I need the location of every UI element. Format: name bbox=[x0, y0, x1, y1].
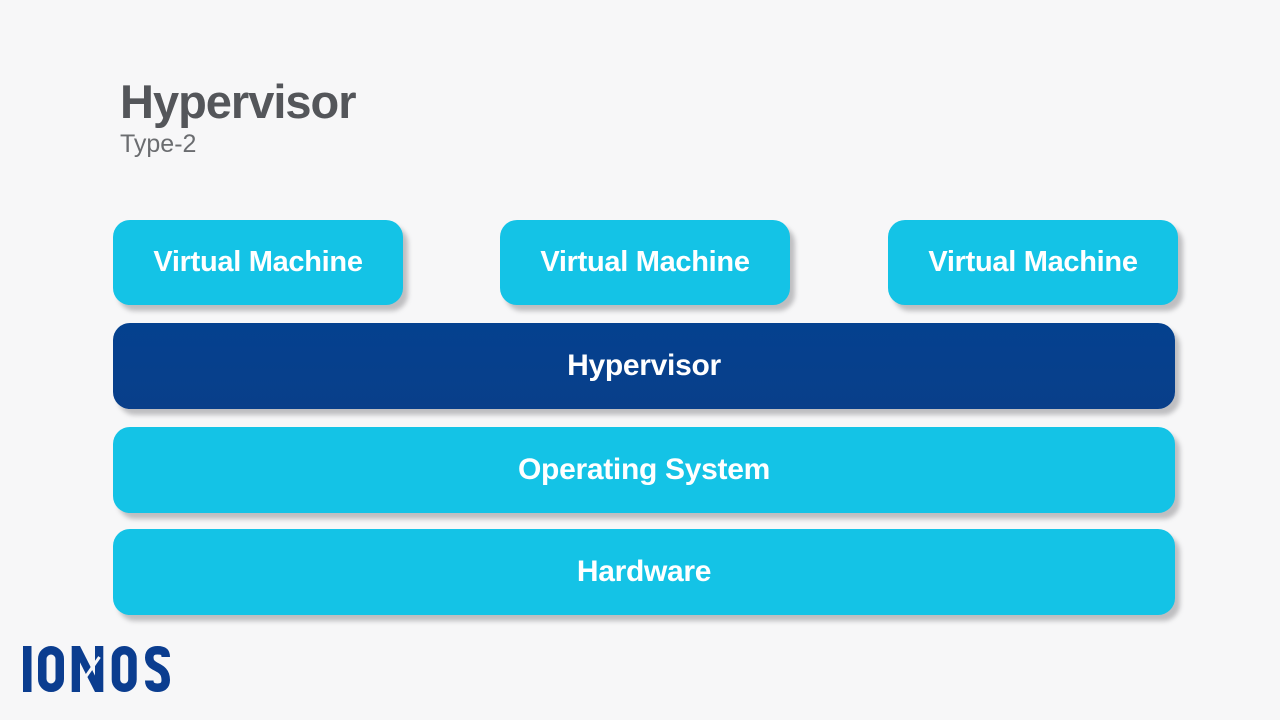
operating-system-layer-box: Operating System bbox=[113, 427, 1175, 513]
virtual-machine-label: Virtual Machine bbox=[540, 246, 750, 278]
ionos-letter-s bbox=[144, 646, 171, 692]
operating-system-layer-label: Operating System bbox=[518, 453, 770, 486]
ionos-letter-n-right bbox=[95, 646, 104, 692]
ionos-letter-i bbox=[23, 646, 32, 692]
page-subtitle: Type-2 bbox=[120, 130, 197, 158]
ionos-letter-o2 bbox=[111, 646, 137, 692]
ionos-logo bbox=[23, 646, 171, 692]
virtual-machine-label: Virtual Machine bbox=[928, 246, 1138, 278]
virtual-machine-box-1: Virtual Machine bbox=[113, 220, 403, 305]
hypervisor-layer-label: Hypervisor bbox=[567, 349, 721, 382]
ionos-letter-n-left bbox=[71, 646, 80, 692]
virtual-machine-box-2: Virtual Machine bbox=[500, 220, 790, 305]
page-title: Hypervisor bbox=[120, 75, 357, 128]
hardware-layer-label: Hardware bbox=[576, 555, 712, 588]
virtual-machine-label: Virtual Machine bbox=[153, 246, 363, 278]
ionos-letter-o1 bbox=[38, 646, 64, 692]
virtual-machine-box-3: Virtual Machine bbox=[888, 220, 1178, 305]
hypervisor-layer-box: Hypervisor bbox=[113, 323, 1175, 409]
hardware-layer-box: Hardware bbox=[113, 529, 1175, 615]
ionos-letter-n-diagonal bbox=[71, 646, 104, 692]
